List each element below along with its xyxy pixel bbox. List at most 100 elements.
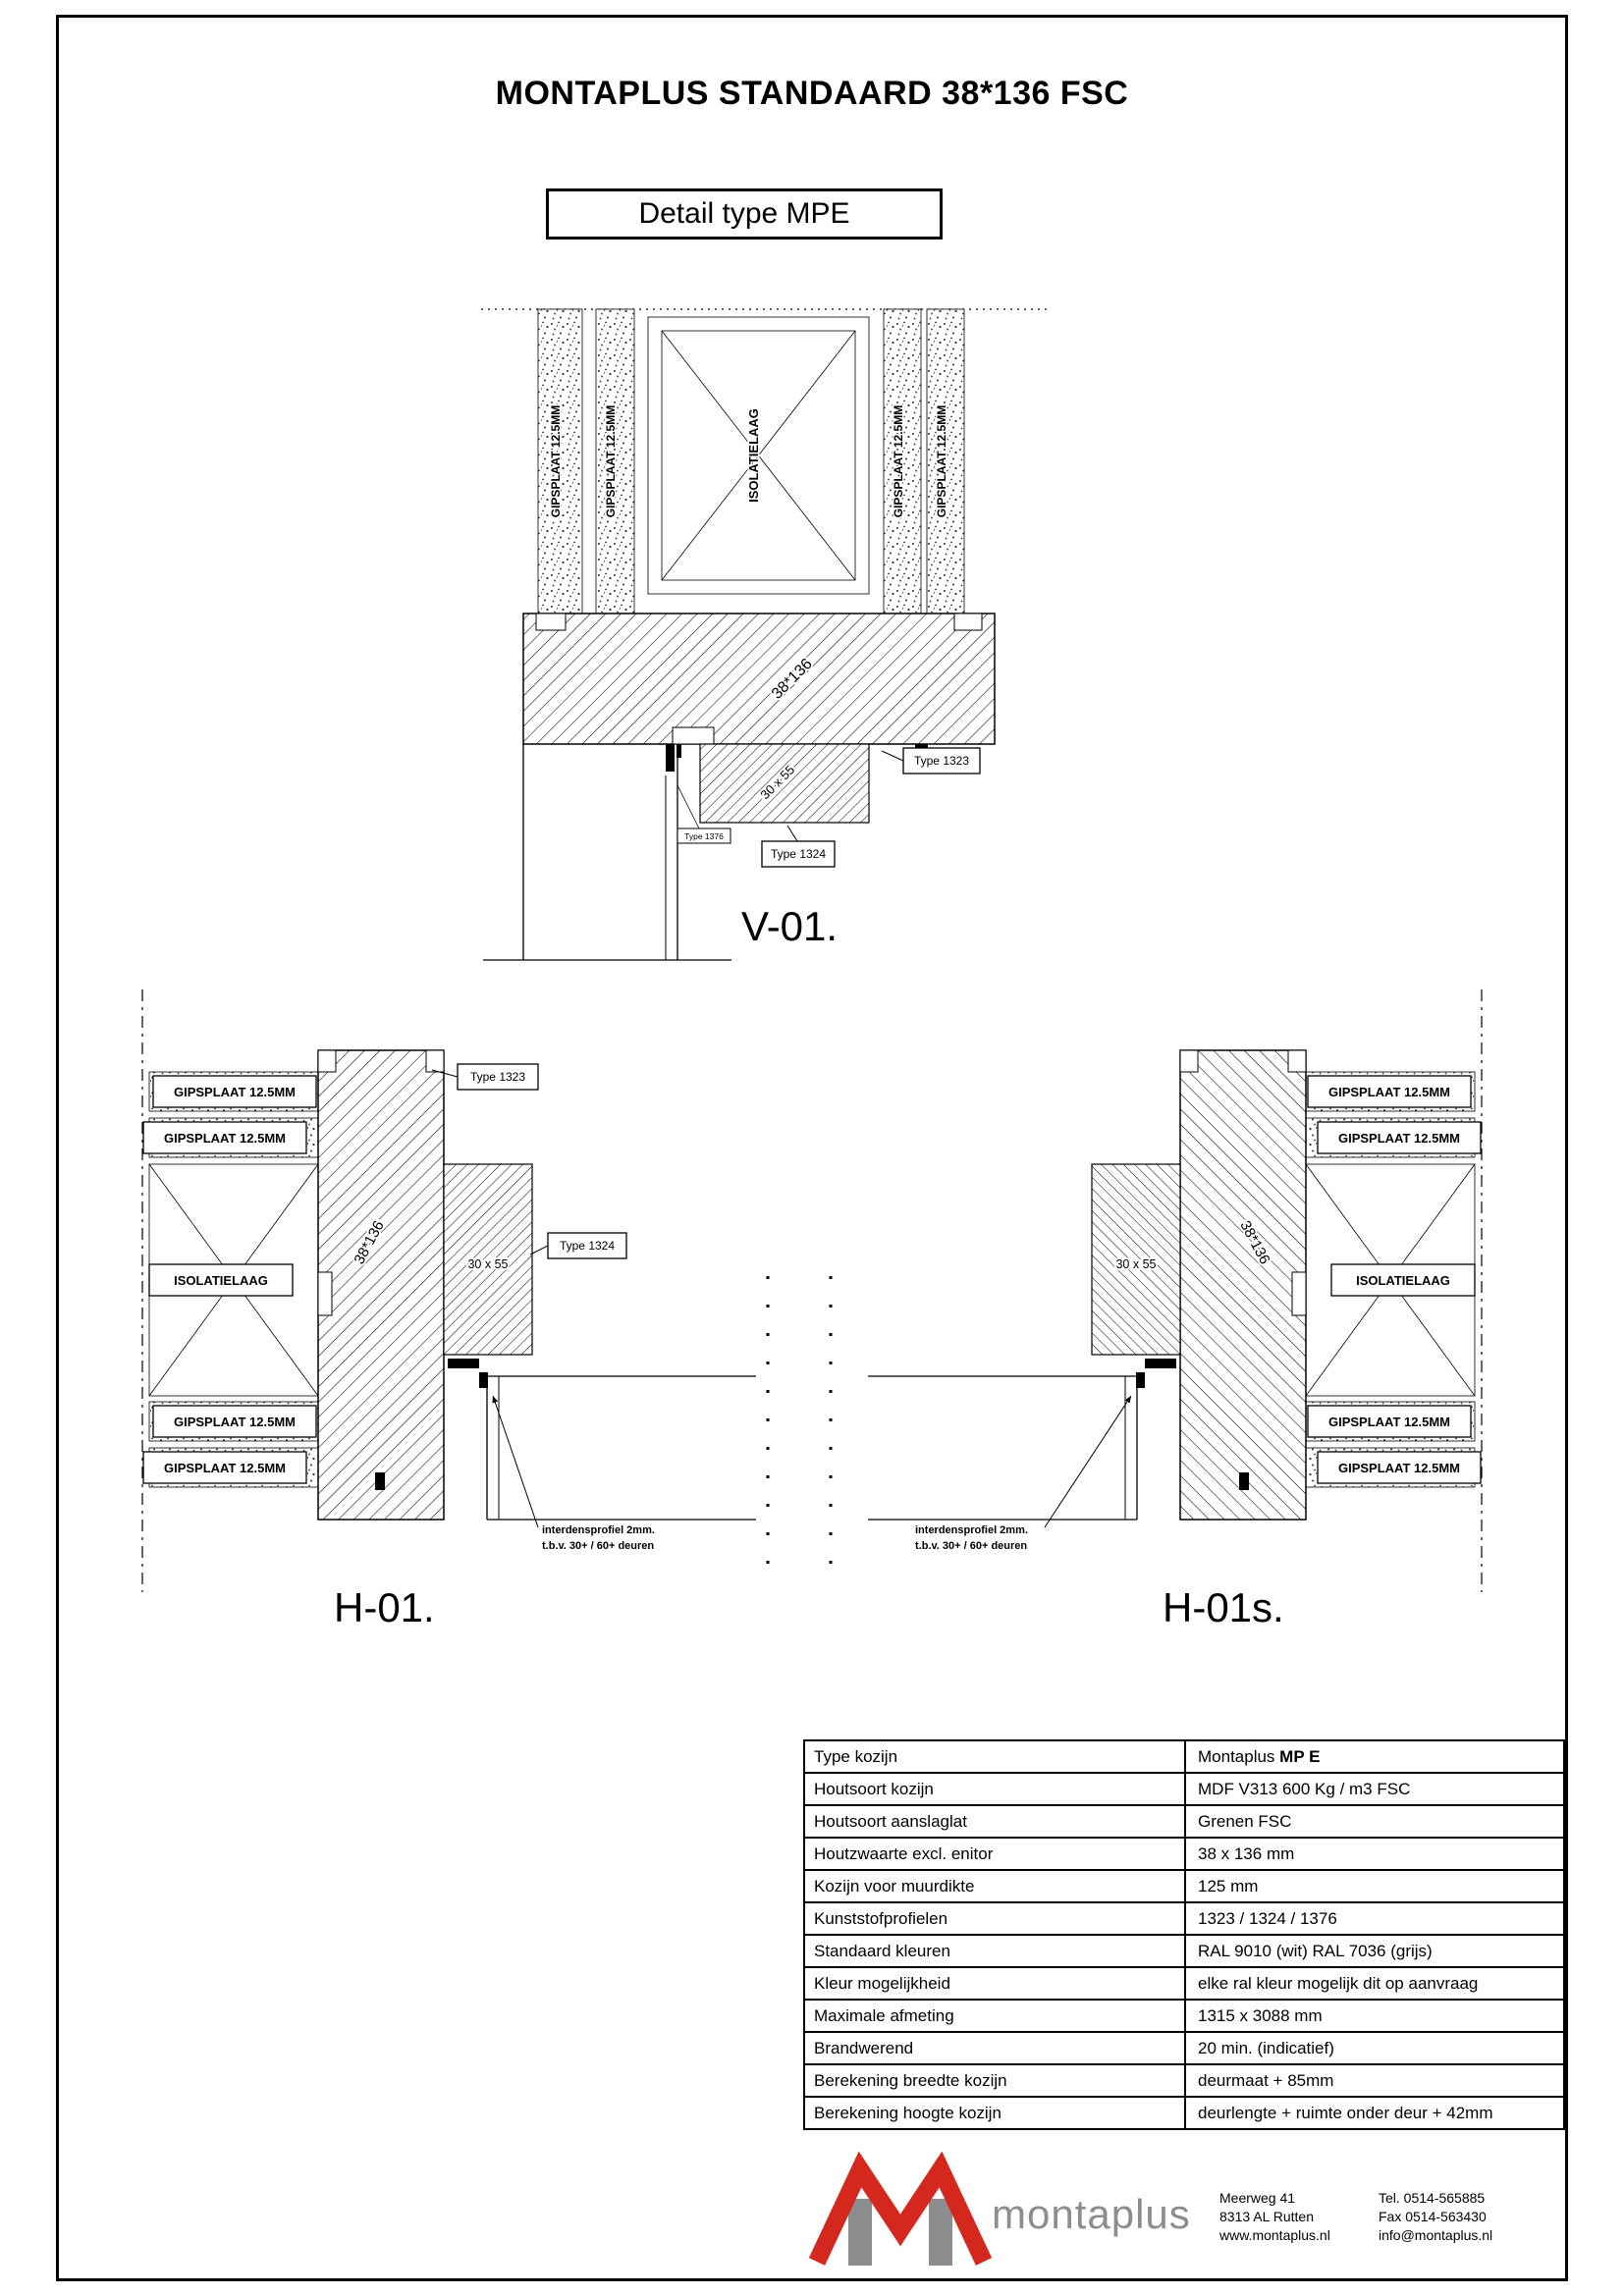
address-block: Meerweg 41 8313 AL Rutten www.montaplus.… [1219,2189,1330,2245]
v01-aanslaglat [699,743,870,824]
table-row: Standaard kleuren RAL 9010 (wit) RAL 703… [805,1934,1563,1966]
gipsplaat-label: GIPSPLAAT 12.5MM [174,1085,296,1099]
spec-value-text: elke ral kleur mogelijk dit op aanvraag [1198,1974,1479,1993]
spec-label: Berekening breedte kozijn [805,2065,1186,2096]
leader-line [786,825,798,842]
frame-notch [535,613,567,631]
gipsplaat-label: GIPSPLAAT 12.5MM [1338,1131,1460,1146]
gipsplaat-label: GIPSPLAAT 12.5MM [1338,1461,1460,1475]
spec-value-text: Montaplus [1198,1747,1280,1766]
table-row: Brandwerend 20 min. (indicatief) [805,2031,1563,2063]
footer: montaplus Meerweg 41 8313 AL Rutten www.… [803,2140,1565,2285]
h01-type-callouts: Type 1323 Type 1324 [431,1063,627,1259]
type-1323-label: Type 1323 [470,1070,525,1084]
gipsplaat-label: GIPSPLAAT 12.5MM [892,405,905,517]
table-row: Houtsoort kozijn MDF V313 600 Kg / m3 FS… [805,1772,1563,1804]
spec-value: 125 mm [1186,1871,1563,1901]
spec-value: Grenen FSC [1186,1806,1563,1837]
v01-frame-head [522,613,996,745]
seal-profile [666,744,675,772]
type-1324-box [547,1232,627,1259]
gipsplaat-label: GIPSPLAAT 12.5MM [164,1461,286,1475]
gipsplaat-label-box [142,1121,307,1154]
spec-label: Type kozijn [805,1741,1186,1772]
h01-detail-drawing: Type 1323 Type 1324 GIPSPLAAT 12.5MM GIP… [141,989,833,1630]
table-row: Kozijn voor muurdikte 125 mm [805,1869,1563,1901]
type-1376-label: Type 1376 [684,831,724,841]
type-1324-label: Type 1324 [771,847,826,861]
spec-value: deurlengte + ruimte onder deur + 42mm [1186,2098,1563,2128]
spec-value: MDF V313 600 Kg / m3 FSC [1186,1774,1563,1804]
frame-notch [425,1049,445,1073]
insulation-inner-outline [661,330,856,581]
fax-line: Fax 0514-563430 [1379,2209,1487,2224]
v01-insulation [647,316,870,595]
type-1323-box [902,747,981,774]
type-1324-label: Type 1324 [560,1239,615,1253]
contact-block: Tel. 0514-565885 Fax 0514-563430 info@mo… [1379,2189,1492,2245]
spec-value-text: deurlengte + ruimte onder deur + 42mm [1198,2104,1493,2122]
gipsplaat-label-box [152,1075,317,1108]
email-link[interactable]: info@montaplus.nl [1379,2227,1493,2243]
section-label-h01s: H-01s. [1163,1584,1284,1630]
page-title: MONTAPLUS STANDAARD 38*136 FSC [495,75,1129,112]
brand-wordmark: montaplus [992,2191,1191,2237]
gipsplaat-label: GIPSPLAAT 12.5MM [174,1415,296,1429]
spec-value-text: RAL 9010 (wit) RAL 7036 (grijs) [1198,1942,1433,1960]
table-row: Kunststofprofielen 1323 / 1324 / 1376 [805,1901,1563,1934]
gipsplaat-label: GIPSPLAAT 12.5MM [1328,1085,1450,1099]
v01-door-leaf [483,744,731,961]
spec-label: Standaard kleuren [805,1936,1186,1966]
aanslag-30x55 [443,1163,533,1356]
spec-value-text: deurmaat + 85mm [1198,2071,1334,2090]
interdens-note-line2: t.b.v. 30+ / 60+ deuren [915,1540,1027,1552]
website-link[interactable]: www.montaplus.nl [1219,2227,1330,2243]
spec-value-text: 20 min. (indicatief) [1198,2039,1334,2057]
table-row: Kleur mogelijkheid elke ral kleur mogeli… [805,1966,1563,1999]
spec-label: Houtsoort kozijn [805,1774,1186,1804]
gipsplaat-label: GIPSPLAAT 12.5MM [164,1131,286,1146]
v01-detail-drawing: Type 1323 Type 1376 Type 1324 GIPSPLAAT … [481,308,1049,961]
interdens-note-line1: interdensprofiel 2mm. [542,1524,655,1536]
interdens-note-line2: t.b.v. 30+ / 60+ deuren [542,1540,654,1552]
table-row: Type kozijn Montaplus MP E [805,1741,1563,1772]
gipsplaat-label: GIPSPLAAT 12.5MM [935,405,948,517]
frame-38x136 [522,613,996,745]
isolatielaag-label: ISOLATIELAAG [746,408,761,503]
montaplus-logo [808,2151,993,2266]
gipsplaat-label: GIPSPLAAT 12.5MM [1328,1415,1450,1429]
v01-wall-right [883,308,965,614]
aanslag-size-label: 30 x 55 [467,1257,508,1271]
h01-texts: GIPSPLAAT 12.5MM GIPSPLAAT 12.5MM ISOLAT… [164,1085,655,1630]
spec-label: Kunststofprofielen [805,1903,1186,1934]
type-1323-box [457,1063,539,1091]
logo-gray-leg [929,2199,952,2266]
gipsplaat-label: GIPSPLAAT 12.5MM [549,405,563,517]
table-row: Berekening breedte kozijn deurmaat + 85m… [805,2063,1563,2096]
spec-label: Kozijn voor muurdikte [805,1871,1186,1901]
spec-value: 20 min. (indicatief) [1186,2033,1563,2063]
gipsplaat-strip [926,308,965,614]
leader-line [677,784,700,829]
note-leader-line [492,1395,539,1528]
spec-value-text: 38 x 136 mm [1198,1844,1295,1863]
spec-value: Montaplus MP E [1186,1741,1563,1772]
gipsplaat-strip [883,308,922,614]
gipsplaat-label: GIPSPLAAT 12.5MM [604,405,618,517]
phone-line: Tel. 0514-565885 [1379,2190,1486,2206]
interdens-seal [479,1372,488,1388]
spec-label: Maximale afmeting [805,2001,1186,2031]
logo-gray-leg [848,2199,872,2266]
v01-wall-left [537,308,635,614]
table-row: Houtsoort aanslaglat Grenen FSC [805,1804,1563,1837]
leader-line [881,750,904,762]
spec-value-text: Grenen FSC [1198,1812,1292,1831]
spec-value-text: MDF V313 600 Kg / m3 FSC [1198,1780,1411,1798]
gipsplaat-strip [537,308,583,614]
isolatielaag-label-box [148,1263,294,1297]
gipsplaat-label-box [152,1405,317,1438]
type-1323-label: Type 1323 [914,754,969,768]
frame-fixing-detail [375,1472,385,1490]
spec-value: elke ral kleur mogelijk dit op aanvraag [1186,1968,1563,1999]
h01s-detail-drawing: GIPSPLAAT 12.5MM GIPSPLAAT 12.5MM ISOLAT… [867,988,1483,1630]
